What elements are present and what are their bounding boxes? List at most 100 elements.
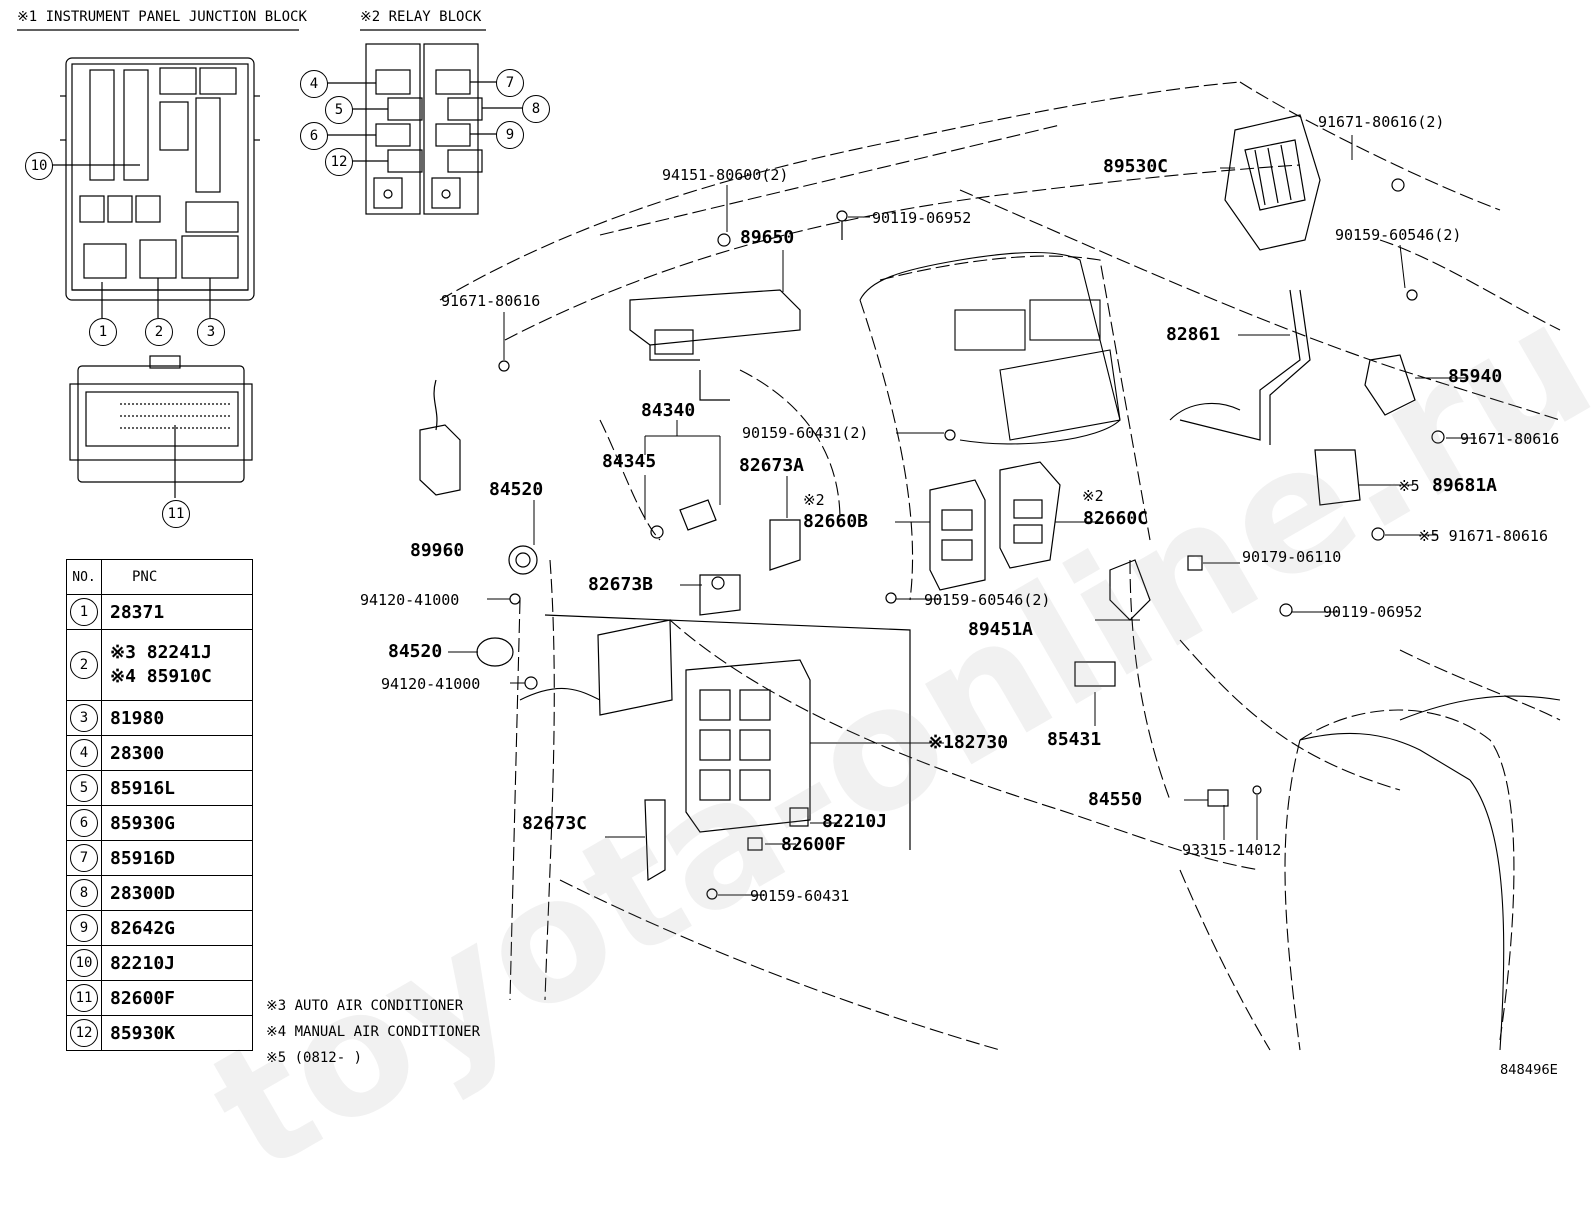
part-sketches: [419, 114, 1445, 900]
callout-1: 1: [89, 318, 117, 346]
label-91671-80616-c[interactable]: 91671-80616: [1460, 430, 1560, 448]
row-number: 11: [70, 984, 98, 1012]
row-pnc: 28300D: [101, 875, 253, 911]
label-90159-60546-2-a[interactable]: 90159-60546(2): [924, 591, 1051, 609]
row-number: 7: [70, 844, 98, 872]
label-84520-a[interactable]: 84520: [489, 479, 544, 500]
label-89681A-mark: ※5: [1398, 477, 1420, 495]
parts-diagram: [17, 29, 1561, 1051]
label-82673A[interactable]: 82673A: [739, 455, 805, 476]
row-pnc: 81980: [101, 700, 253, 736]
pnc-table: NO. PNC 1 28371 2 ※3 82241J ※4 85910C 3 …: [66, 559, 253, 1051]
row-number: 12: [70, 1019, 98, 1047]
table-row: 4 28300: [66, 735, 253, 771]
col-no-header: NO.: [66, 559, 102, 595]
note-date-range: ※5 (0812- ): [266, 1050, 363, 1066]
row-number: 6: [70, 809, 98, 837]
junction-block-back-drawing: [69, 355, 253, 498]
label-94120-41000-b[interactable]: 94120-41000: [381, 675, 481, 693]
diagram-code: 848496E: [1500, 1063, 1558, 1078]
label-90119-06952-b[interactable]: 90119-06952: [1323, 603, 1423, 621]
row-pnc: 82642G: [101, 910, 253, 946]
table-row: 11 82600F: [66, 980, 253, 1016]
label-85940[interactable]: 85940: [1448, 366, 1503, 387]
label-82861[interactable]: 82861: [1166, 324, 1221, 345]
callout-10: 10: [25, 152, 53, 180]
label-82210J[interactable]: 82210J: [822, 811, 888, 832]
row-number: 9: [70, 914, 98, 942]
row-pnc: ※4 85910C: [110, 666, 212, 687]
label-90179-06110[interactable]: 90179-06110: [1242, 548, 1342, 566]
label-91671-80616-a[interactable]: 91671-80616: [441, 292, 541, 310]
label-90159-60546-2-b[interactable]: 90159-60546(2): [1335, 226, 1462, 244]
callout-12: 12: [325, 148, 353, 176]
label-82600F[interactable]: 82600F: [781, 834, 847, 855]
row-pnc: 85930K: [101, 1015, 253, 1051]
label-90159-60431[interactable]: 90159-60431: [750, 887, 850, 905]
row-number: 1: [70, 598, 98, 626]
table-row: 8 28300D: [66, 875, 253, 911]
table-row: 9 82642G: [66, 910, 253, 946]
junction-block-drawing: [52, 57, 260, 318]
label-84345[interactable]: 84345: [602, 451, 657, 472]
note-manual-ac: ※4 MANUAL AIR CONDITIONER: [266, 1024, 481, 1040]
table-row: 7 85916D: [66, 840, 253, 876]
label-84520-b[interactable]: 84520: [388, 641, 443, 662]
callout-9: 9: [496, 121, 524, 149]
junction-block-header: ※1 INSTRUMENT PANEL JUNCTION BLOCK: [17, 9, 307, 25]
label-89530C[interactable]: 89530C: [1103, 156, 1169, 177]
label-89451A[interactable]: 89451A: [968, 619, 1034, 640]
row-number: 10: [70, 949, 98, 977]
label-82660B-mark: ※2: [803, 491, 825, 509]
label-82673B[interactable]: 82673B: [588, 574, 654, 595]
label-94151-80600[interactable]: 94151-80600(2): [662, 166, 789, 184]
label-82660C[interactable]: 82660C: [1083, 508, 1149, 529]
callout-3: 3: [197, 318, 225, 346]
label-89960[interactable]: 89960: [410, 540, 465, 561]
label-82730[interactable]: ※182730: [928, 732, 1009, 753]
relay-block-drawing: [327, 43, 528, 215]
leader-lines: [448, 135, 1476, 896]
label-91671-80616-2[interactable]: 91671-80616(2): [1318, 113, 1445, 131]
table-row: 5 85916L: [66, 770, 253, 806]
label-85431[interactable]: 85431: [1047, 729, 1102, 750]
row-number: 4: [70, 739, 98, 767]
table-row: 10 82210J: [66, 945, 253, 981]
table-row: 1 28371: [66, 594, 253, 630]
label-84340[interactable]: 84340: [641, 400, 696, 421]
callout-2: 2: [145, 318, 173, 346]
label-94120-41000-a[interactable]: 94120-41000: [360, 591, 460, 609]
row-pnc: 82600F: [101, 980, 253, 1016]
callout-11: 11: [162, 500, 190, 528]
label-91671-80616-d[interactable]: ※5 91671-80616: [1418, 527, 1548, 545]
callout-4: 4: [300, 70, 328, 98]
row-pnc: 28371: [101, 594, 253, 630]
relay-block-header: ※2 RELAY BLOCK: [360, 9, 482, 25]
label-90159-60431-2[interactable]: 90159-60431(2): [742, 424, 869, 442]
label-93315-14012[interactable]: 93315-14012: [1182, 841, 1282, 859]
row-pnc: 28300: [101, 735, 253, 771]
label-84550[interactable]: 84550: [1088, 789, 1143, 810]
row-pnc: 82210J: [101, 945, 253, 981]
callout-6: 6: [300, 122, 328, 150]
row-number: 5: [70, 774, 98, 802]
table-header-row: NO. PNC: [66, 559, 253, 595]
row-pnc: 85930G: [101, 805, 253, 841]
label-82673C[interactable]: 82673C: [522, 813, 588, 834]
table-row: 2 ※3 82241J ※4 85910C: [66, 629, 253, 701]
table-row: 3 81980: [66, 700, 253, 736]
label-82660C-mark: ※2: [1082, 487, 1104, 505]
label-90119-06952-a[interactable]: 90119-06952: [872, 209, 972, 227]
row-number: 3: [70, 704, 98, 732]
dashboard-solid: [519, 251, 1561, 1051]
label-82660B[interactable]: 82660B: [803, 511, 869, 532]
callout-8: 8: [522, 95, 550, 123]
table-row: 12 85930K: [66, 1015, 253, 1051]
label-89681A[interactable]: 89681A: [1432, 475, 1498, 496]
row-pnc: 85916D: [101, 840, 253, 876]
dashboard-outline: [439, 81, 1561, 1051]
label-89650[interactable]: 89650: [740, 227, 795, 248]
row-number: 2: [70, 651, 98, 679]
row-number: 8: [70, 879, 98, 907]
note-auto-ac: ※3 AUTO AIR CONDITIONER: [266, 998, 464, 1014]
